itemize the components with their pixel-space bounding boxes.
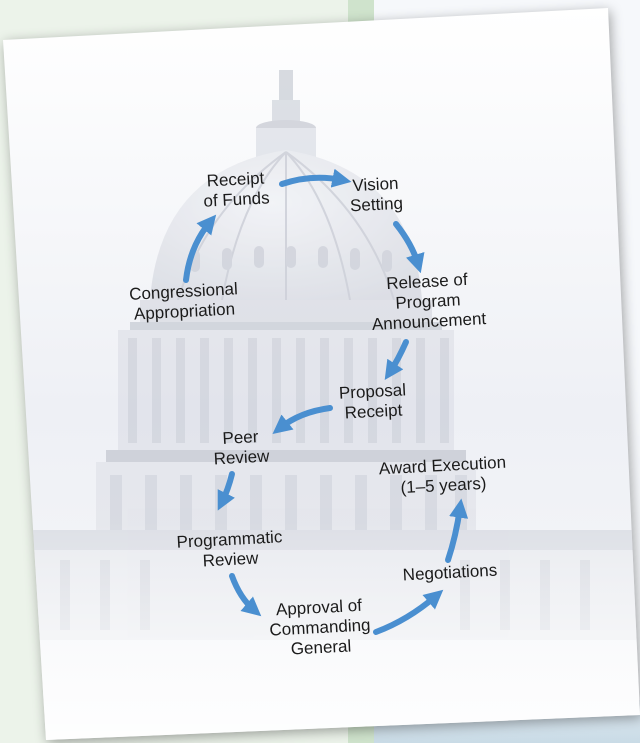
arrow-negotiations-to-award: [445, 498, 469, 563]
step-approval-of-commanding-general: Approval of Commanding General: [268, 595, 371, 659]
flow-arrows: [183, 168, 469, 635]
step-receipt-of-funds: Receipt of Funds: [202, 168, 271, 211]
arrow-programmatic-to-approval: [229, 573, 262, 617]
arrow-approval-to-negotiations: [373, 589, 444, 635]
step-release-of-program-announcement: Release of Program Announcement: [371, 269, 487, 334]
step-proposal-receipt: Proposal Receipt: [338, 380, 407, 423]
step-programmatic-review: Programmatic Review: [176, 527, 283, 571]
step-vision-setting: Vision Setting: [349, 173, 404, 216]
arrow-appropriation-to-funds: [183, 214, 217, 283]
step-award-execution: Award Execution (1–5 years): [378, 452, 507, 498]
step-peer-review: Peer Review: [213, 427, 270, 469]
arrow-vision-to-release: [393, 221, 425, 274]
arrow-funds-to-vision: [279, 168, 352, 188]
arrow-peer-to-programmatic: [217, 471, 235, 511]
arrow-proposal-to-peer: [272, 405, 333, 434]
step-congressional-appropriation: Congressional Appropriation: [128, 279, 239, 324]
arrow-release-to-proposal: [384, 339, 409, 380]
